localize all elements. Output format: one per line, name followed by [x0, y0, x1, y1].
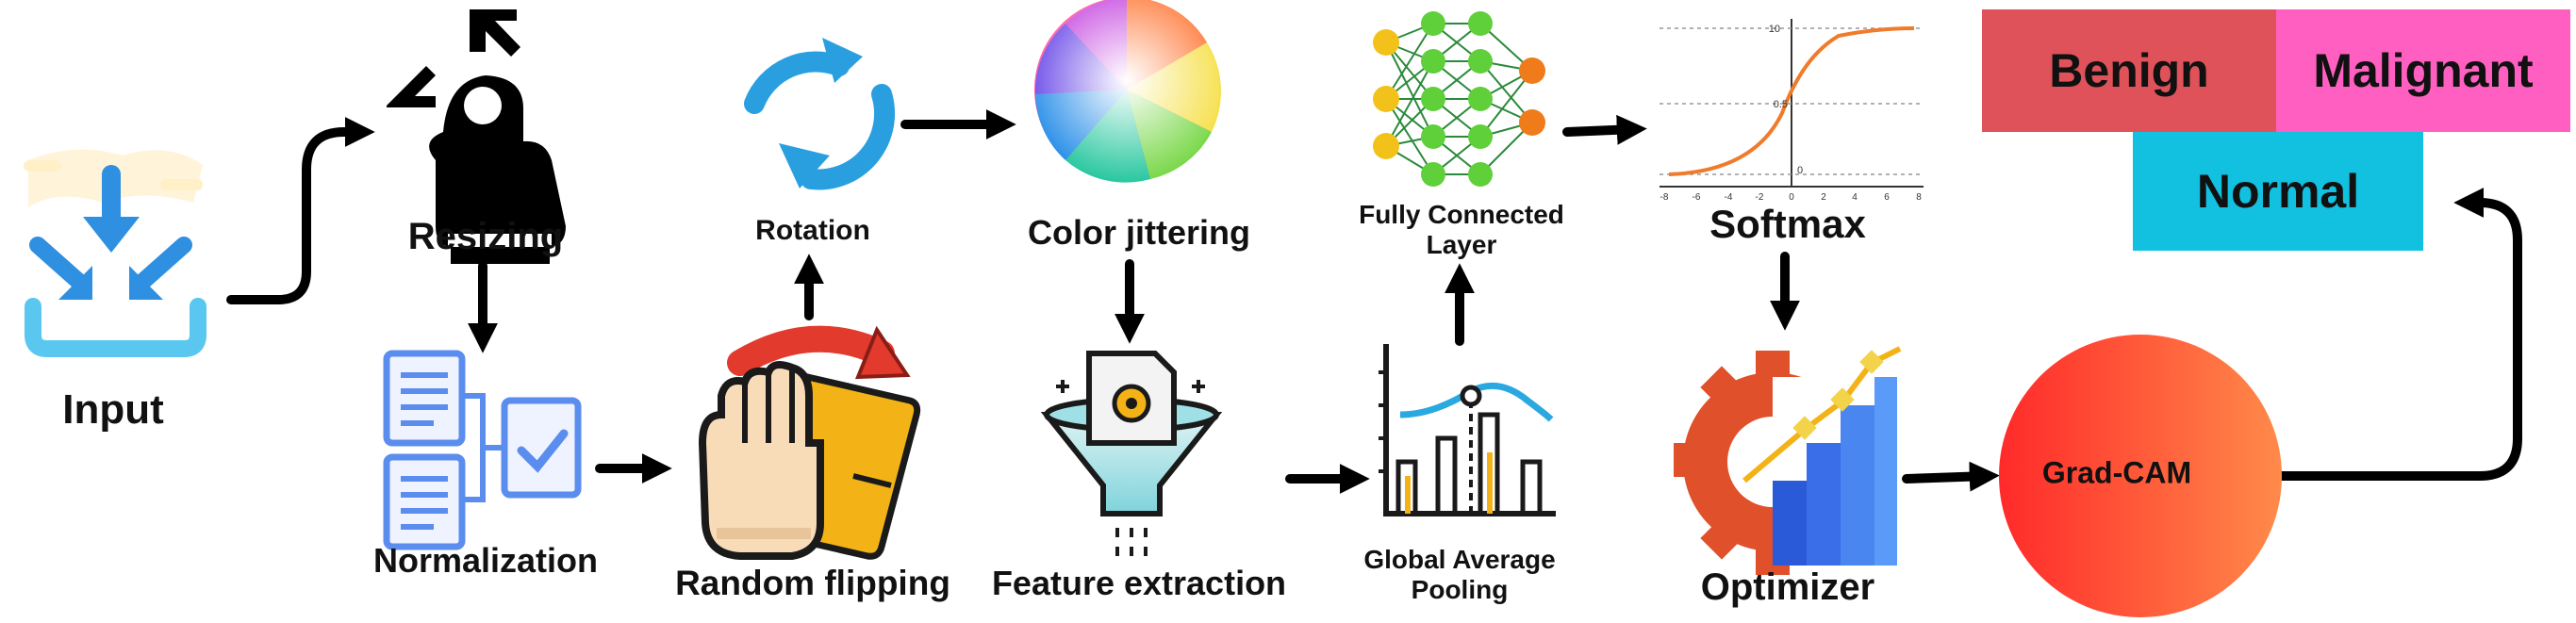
- optimizer-gear-chart-icon: [1674, 346, 1902, 575]
- fc-line-1: Fully Connected: [1359, 200, 1564, 229]
- grad-cam-node: [1999, 335, 2282, 617]
- sigmoid-xtick: 8: [1916, 192, 1922, 203]
- input-icon: [24, 149, 206, 357]
- node-label-feature-extraction: Feature extraction: [991, 564, 1287, 602]
- fc-line-2: Layer: [1426, 230, 1497, 260]
- sigmoid-xtick: -8: [1660, 192, 1669, 203]
- node-label-color-jittering: Color jittering: [1028, 213, 1250, 252]
- sigmoid-xtick: -2: [1756, 192, 1764, 203]
- node-label-softmax: Softmax: [1709, 202, 1866, 246]
- arrow-fc-to-softmax: [1562, 114, 1647, 145]
- pooling-chart-icon: [1379, 344, 1556, 516]
- sigmoid-ytick: 0.5: [1774, 99, 1788, 110]
- arrow-gradcam-to-normal: [2277, 187, 2522, 481]
- node-label-resizing: Resizing: [407, 216, 564, 257]
- node-label-input: Input: [62, 386, 164, 433]
- class-box-benign: Benign: [1982, 9, 2276, 132]
- sigmoid-plot-icon: 10 0.5 0 -8 -6 -4 -2 0 2 4 6 8: [1660, 19, 1924, 203]
- pooling-line-2: Pooling: [1411, 575, 1509, 605]
- sigmoid-xtick: 4: [1852, 192, 1858, 203]
- arrow-optimizer-to-gradcam: [1902, 461, 2000, 492]
- normalization-docs-icon: [383, 350, 582, 550]
- sigmoid-xtick: 6: [1884, 192, 1890, 203]
- rotation-icon: [744, 38, 896, 190]
- node-label-random-flipping: Random flipping: [675, 564, 950, 602]
- class-box-normal: Normal: [2133, 132, 2423, 251]
- resizing-hand-icon: [387, 9, 566, 264]
- neural-network-icon: [1373, 11, 1545, 187]
- random-flipping-icon: [698, 325, 921, 560]
- sigmoid-xtick: -4: [1725, 192, 1733, 203]
- sigmoid-xtick: -6: [1693, 192, 1701, 203]
- node-label-rotation: Rotation: [755, 215, 870, 246]
- connector-arrows: [226, 108, 2522, 495]
- class-box-malignant: Malignant: [2276, 9, 2570, 132]
- class-label-normal: Normal: [2196, 165, 2360, 218]
- node-label-pooling: Global Average Pooling: [1363, 545, 1555, 605]
- node-label-normalization: Normalization: [372, 541, 599, 580]
- node-label-grad-cam: Grad-CAM: [2041, 455, 2192, 490]
- node-label-fully-connected: Fully Connected Layer: [1359, 200, 1564, 260]
- pooling-line-1: Global Average: [1363, 545, 1556, 574]
- sigmoid-xtick: 2: [1821, 192, 1826, 203]
- arrow-input-to-resizing: [226, 116, 375, 304]
- node-label-optimizer: Optimizer: [1700, 566, 1875, 608]
- sigmoid-ytick: 0: [1797, 165, 1803, 176]
- class-label-malignant: Malignant: [2313, 44, 2534, 97]
- sigmoid-xtick: 0: [1789, 192, 1794, 203]
- sigmoid-ytick: 10: [1769, 24, 1780, 35]
- color-wheel-icon: [1034, 0, 1221, 183]
- feature-extraction-funnel-icon: [1040, 351, 1223, 556]
- class-label-benign: Benign: [2049, 44, 2209, 97]
